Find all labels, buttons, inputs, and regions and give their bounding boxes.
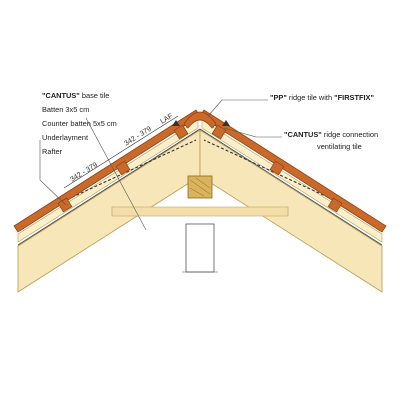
- king-post: [185, 223, 215, 273]
- label-rafter: Rafter: [42, 147, 63, 156]
- label-batten: Batten 3x5 cm: [42, 105, 90, 114]
- vent-arrow-icons: [172, 120, 230, 126]
- batten-blocks-left: [57, 124, 189, 213]
- label-ridge-tile: "PP" ridge tile with "FIRSTFIX": [270, 93, 374, 102]
- airflow-line-right: [203, 139, 361, 213]
- label-base-tile: "CANTUS" base tile: [42, 91, 110, 100]
- underlayment-right: [199, 128, 383, 246]
- label-underlayment: Underlayment: [42, 133, 89, 142]
- label-ventilating-tile: ventilating tile: [317, 142, 362, 151]
- dim-laf: LAF: [158, 111, 174, 126]
- airflow-line-left: [39, 139, 197, 213]
- label-ridge-connection: "CANTUS" ridge connection: [284, 130, 379, 139]
- leader-lines: [39, 99, 282, 231]
- batten-blocks-right: [211, 124, 343, 213]
- dim-line-1: [63, 149, 125, 189]
- label-counter-batten: Counter batten 5x5 cm: [42, 119, 117, 128]
- dim-line-2: [123, 115, 179, 151]
- collar-tie: [111, 206, 289, 217]
- underlayment-left: [17, 128, 201, 246]
